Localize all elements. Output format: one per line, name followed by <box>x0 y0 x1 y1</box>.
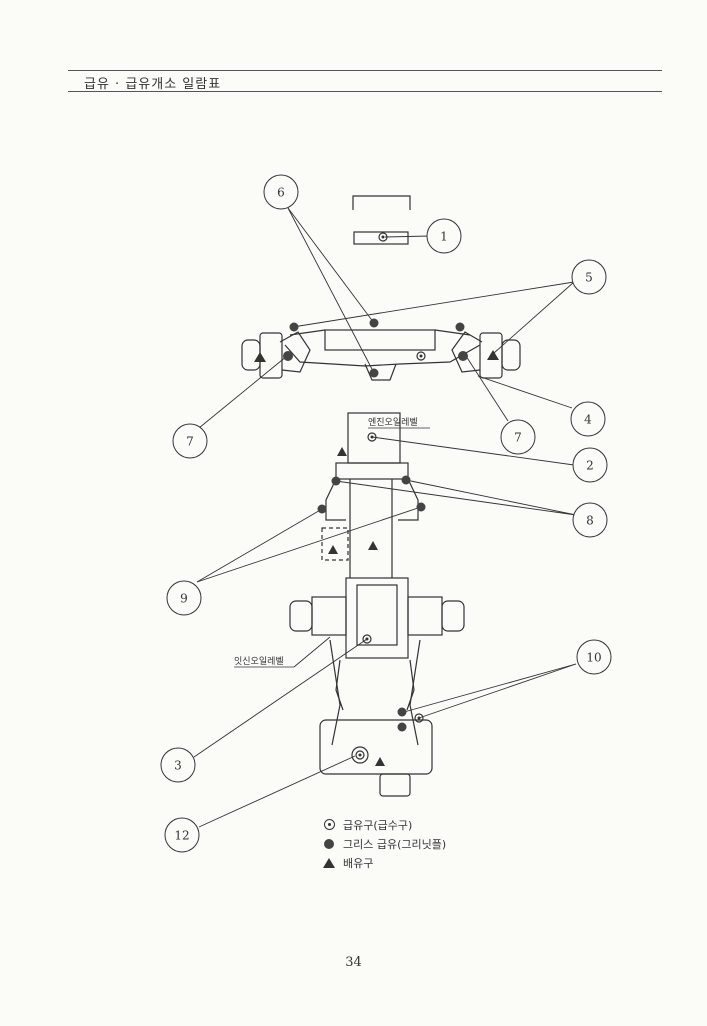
legend-item-drain: 배유구 <box>323 853 446 872</box>
drain-icon <box>323 857 335 869</box>
page-title: 급유 · 급유개소 일람표 <box>84 77 222 92</box>
grease-point-icon <box>323 838 335 850</box>
oil-inlet-icon <box>323 819 335 831</box>
axle-oil-level-label: 잇신오일레벨 <box>234 655 284 667</box>
callout-7-left: 7 <box>186 435 194 449</box>
oil-inlets <box>355 232 426 760</box>
pin-part <box>353 231 409 245</box>
drain-points <box>254 350 499 766</box>
callout-2: 2 <box>586 459 594 473</box>
leader-lines <box>193 207 577 828</box>
header-rule-bottom <box>68 91 662 92</box>
callout-10: 10 <box>586 651 601 665</box>
legend-item-grease: 그리스 급유(그리닛플) <box>323 834 446 853</box>
callout-3: 3 <box>174 759 182 773</box>
callout-8: 8 <box>586 514 594 528</box>
bracket-part <box>352 195 411 210</box>
callout-circles <box>160 174 612 853</box>
engine-oil-level-label: 엔진오일레벨 <box>368 417 418 428</box>
vehicle-body <box>289 412 465 797</box>
legend: 급유구(급수구) 그리스 급유(그리닛플) 배유구 <box>323 815 446 872</box>
callout-1: 1 <box>440 230 448 244</box>
grease-points <box>283 318 468 732</box>
callout-6: 6 <box>277 186 285 200</box>
callout-7-right: 7 <box>514 431 522 445</box>
header-rule-top <box>68 70 662 71</box>
callout-5: 5 <box>585 271 593 285</box>
legend-item-oil-inlet: 급유구(급수구) <box>323 815 446 834</box>
callout-4: 4 <box>584 413 592 427</box>
page-number: 34 <box>345 955 362 970</box>
callout-12: 12 <box>174 829 189 843</box>
callout-9: 9 <box>180 592 188 606</box>
